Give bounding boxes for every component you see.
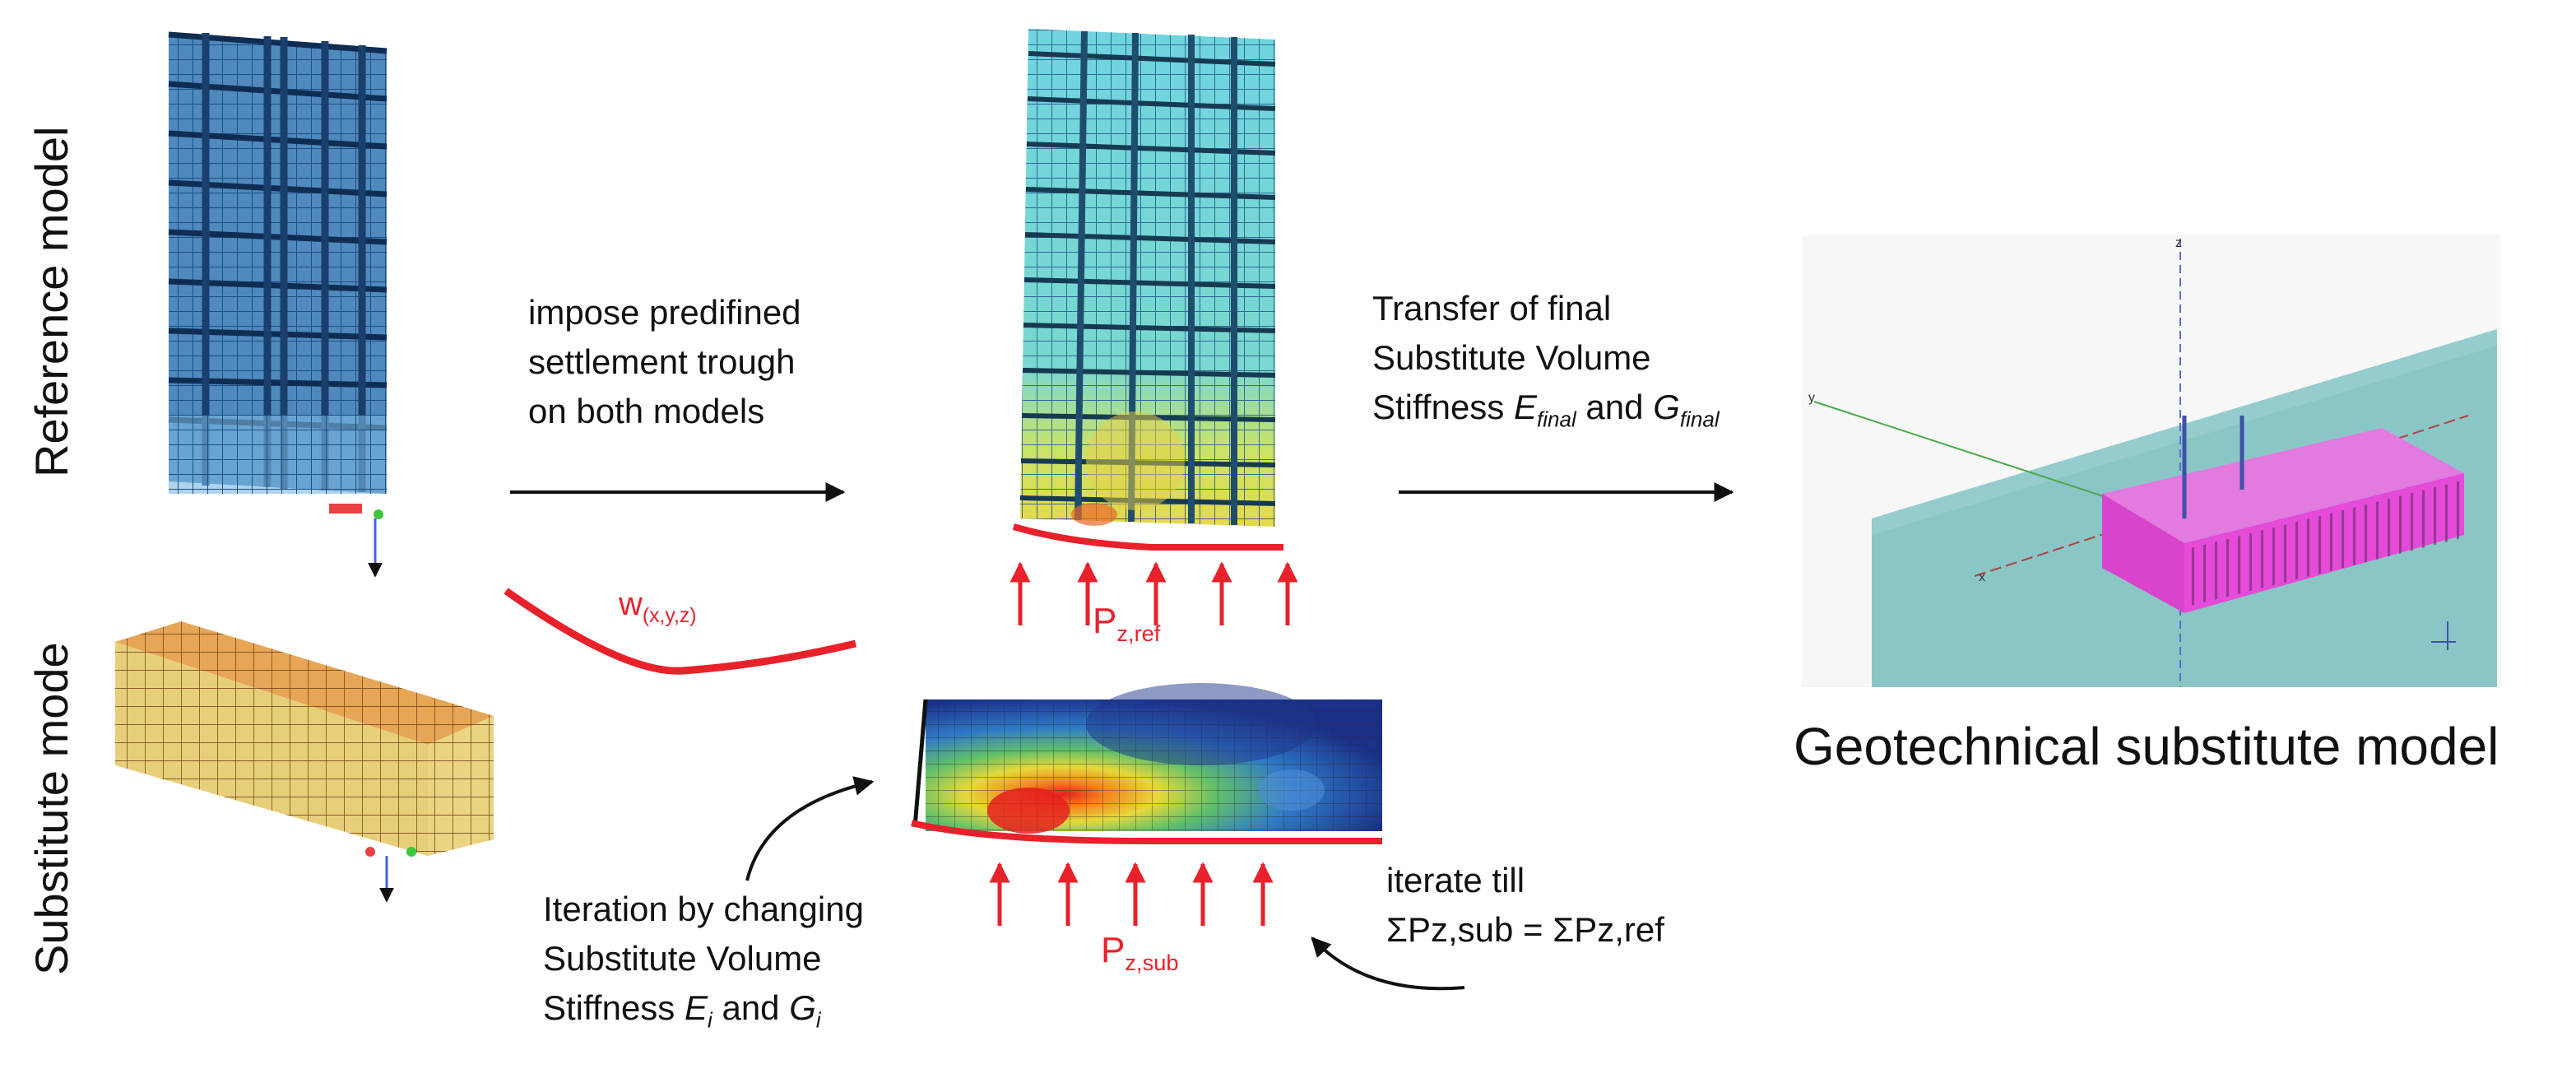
pz-sub-subscript: z,sub: [1125, 949, 1179, 975]
reaction-arrows-sub: [989, 862, 1274, 926]
transfer-stiffness-word: Stiffness: [1372, 388, 1514, 426]
iteration-label: Iteration by changing Substitute Volume …: [543, 885, 864, 1044]
impose-line-1: impose predifined: [528, 293, 801, 332]
pz-sub-label: Pz,sub: [1101, 930, 1179, 976]
settlement-trough-curve: [504, 588, 857, 675]
iterate-till-curved-arrow: [1311, 937, 1465, 991]
iteration-g-symbol: G: [789, 988, 816, 1027]
pz-ref-label: Pz,ref: [1093, 601, 1160, 647]
pz-ref-subscript: z,ref: [1116, 620, 1161, 646]
substitute-heatmap-model: [912, 683, 1382, 834]
transfer-line-2: Substitute Volume: [1372, 338, 1651, 377]
transfer-e-symbol: E: [1513, 388, 1537, 426]
iterate-line-2: ΣPz,sub = ΣPz,ref: [1386, 910, 1664, 949]
impose-label: impose predifined settlement trough on b…: [528, 288, 801, 436]
transfer-g-sub: final: [1679, 407, 1720, 432]
deformed-reference-building: [1019, 29, 1276, 527]
pz-ref-symbol: P: [1093, 601, 1117, 641]
row-label-reference: Reference model: [26, 126, 77, 477]
pz-sub-symbol: P: [1101, 930, 1126, 970]
iteration-line-2: Substitute Volume: [543, 939, 822, 978]
iteration-stiffness-word: Stiffness: [543, 988, 685, 1027]
iteration-e-sub: i: [708, 1007, 712, 1033]
settlement-trough-label: w(x,y,z): [619, 586, 697, 628]
transfer-line-1: Transfer of final: [1372, 289, 1612, 328]
iterate-line-1: iterate till: [1386, 861, 1525, 899]
iteration-line-1: Iteration by changing: [543, 890, 864, 928]
iterate-till-label: iterate till ΣPz,sub = ΣPz,ref: [1386, 856, 1664, 955]
row-label-substitute: Substitute mode: [26, 642, 77, 975]
impose-line-2: settlement trough: [528, 342, 796, 381]
iteration-line-3: Stiffness Ei and Gi: [543, 983, 864, 1044]
axis-label-y: y: [1808, 391, 1815, 405]
impose-line-3: on both models: [528, 392, 765, 430]
transfer-g-symbol: G: [1653, 388, 1680, 426]
reference-settlement-line: [1012, 523, 1283, 551]
iteration-curved-arrow: [745, 776, 875, 881]
w-symbol: w: [619, 586, 643, 622]
substitute-settlement-line: [911, 820, 1382, 844]
transfer-e-sub: final: [1537, 407, 1576, 432]
transfer-label: Transfer of final Substitute Volume Stif…: [1372, 284, 1720, 444]
transfer-line-3: Stiffness Efinal and Gfinal: [1372, 383, 1720, 444]
iteration-e-symbol: E: [684, 988, 708, 1027]
iteration-and-word: and: [712, 988, 790, 1027]
iteration-g-sub: i: [815, 1007, 821, 1033]
geotechnical-model-title: Geotechnical substitute model: [1794, 717, 2499, 776]
axis-label-x: x: [1979, 570, 1985, 584]
axis-label-z: z: [2175, 236, 2182, 250]
reference-building-model: [168, 31, 388, 578]
substitute-block-model: [115, 621, 494, 903]
reaction-arrows-ref: [1010, 561, 1298, 625]
geotechnical-model-scene: z y x: [1802, 235, 2501, 687]
transfer-and-word: and: [1576, 388, 1654, 426]
w-subscript: (x,y,z): [642, 605, 697, 627]
